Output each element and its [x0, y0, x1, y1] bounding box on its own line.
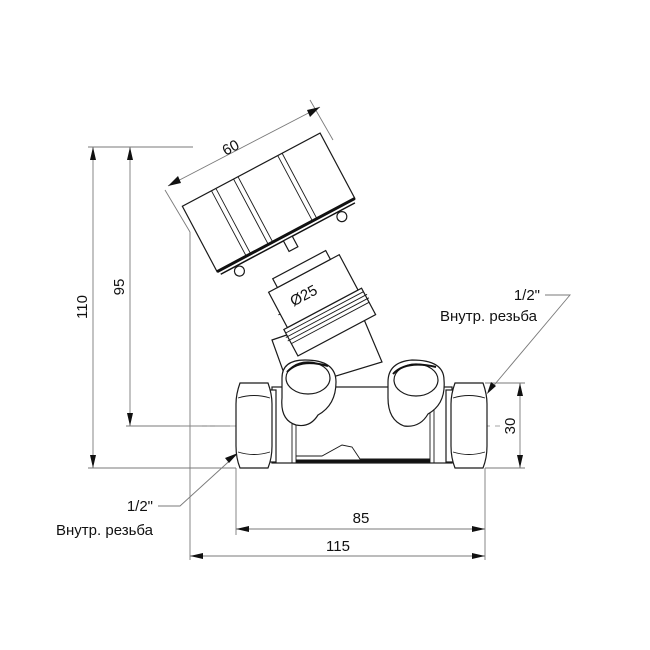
- callout-right-size: 1/2": [514, 287, 540, 304]
- callout-left-desc: Внутр. резьба: [56, 522, 154, 539]
- right-hex-nut: [445, 382, 488, 469]
- dim-cap-width: 60: [220, 137, 243, 160]
- left-test-port: [281, 359, 337, 427]
- dim-inner-length: 85: [353, 510, 370, 527]
- dim-overall-length: 115: [326, 538, 350, 555]
- dim-height-axis: 95: [111, 279, 128, 296]
- valve-bonnet: [267, 249, 377, 357]
- right-test-port: [387, 359, 445, 427]
- handwheel-cap: [181, 132, 356, 277]
- callout-right-desc: Внутр. резьба: [440, 308, 538, 325]
- callout-left-size: 1/2": [127, 498, 153, 515]
- dim-body-height: 30: [502, 418, 519, 435]
- valve-body: [235, 309, 488, 469]
- left-hex-nut: [235, 382, 277, 469]
- dim-height-total: 110: [74, 295, 91, 319]
